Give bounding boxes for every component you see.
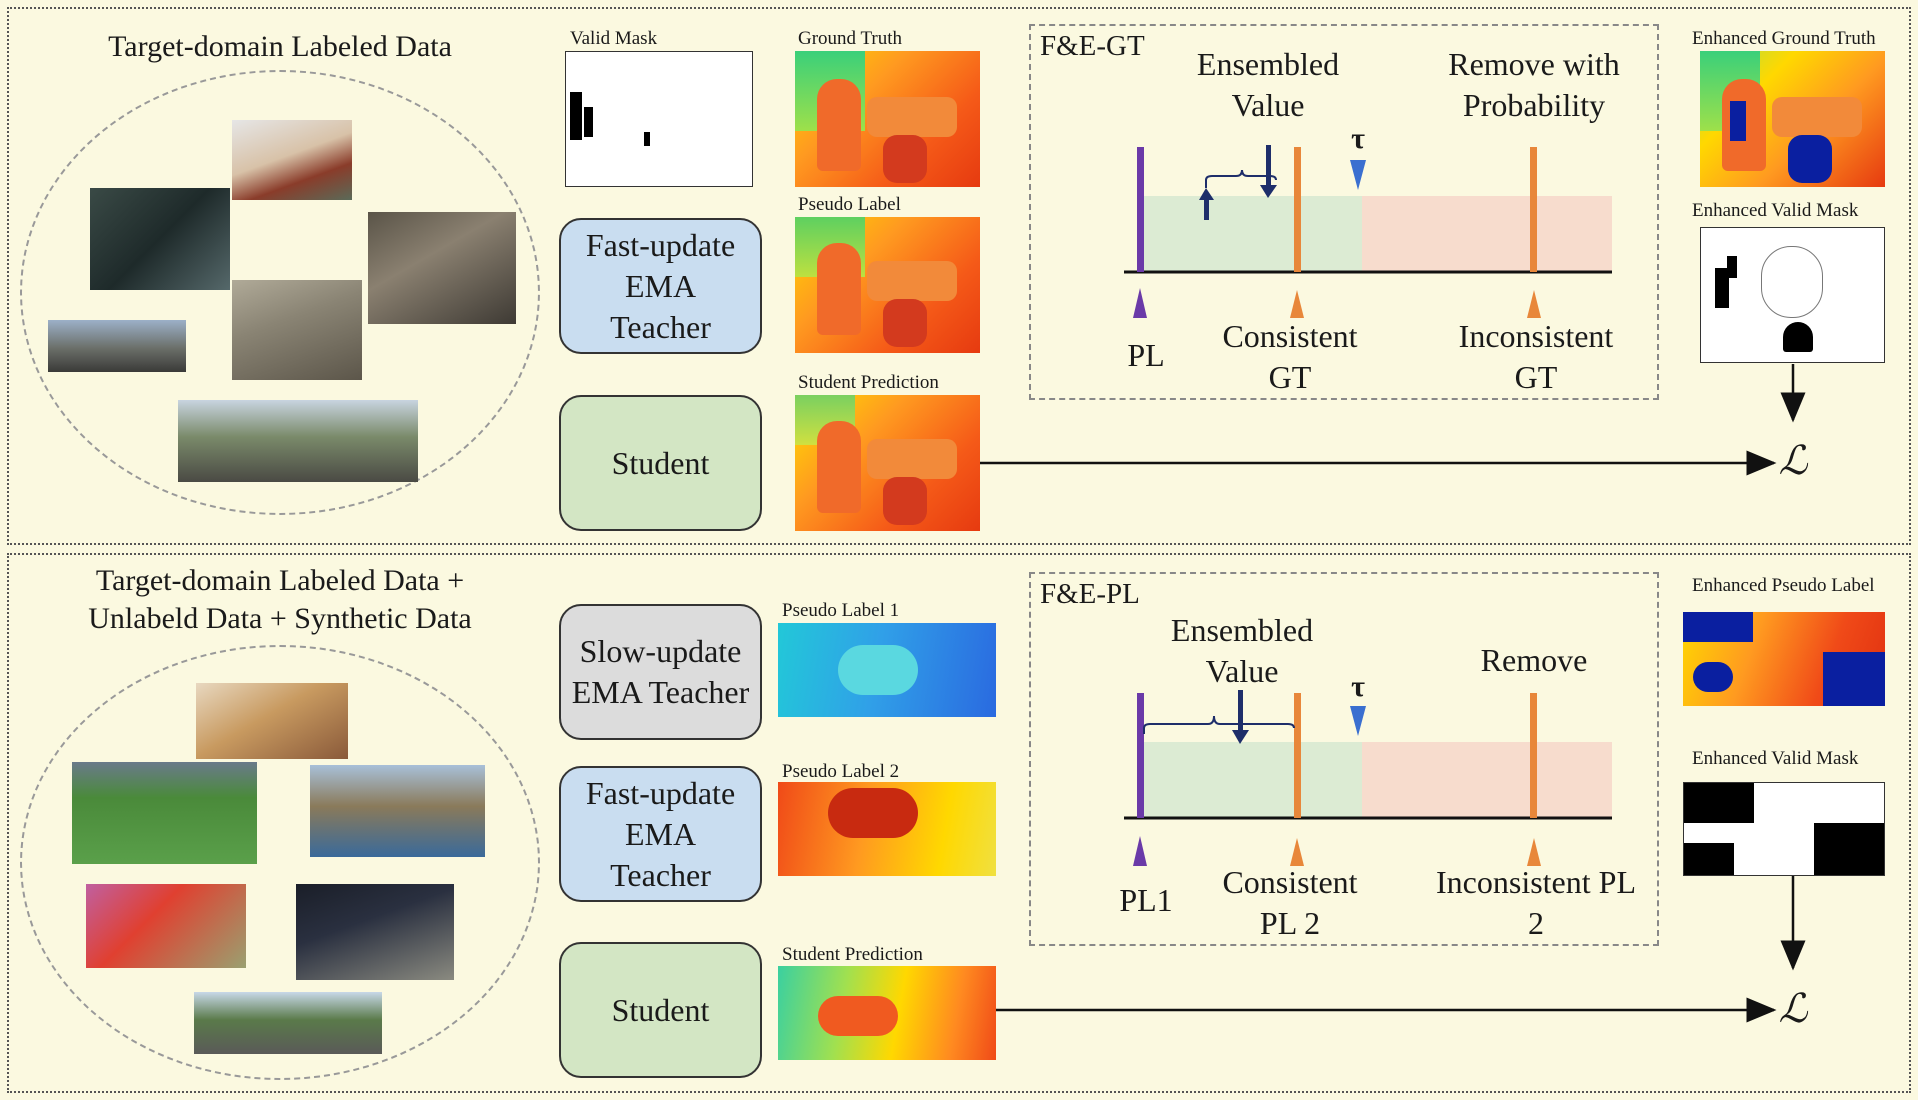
fe-pl-title: F&E-PL [1040,578,1140,610]
top-enhanced-valid-mask-label: Enhanced Valid Mask [1692,200,1859,221]
ground-truth-label: Ground Truth [798,28,902,49]
bathroom-photo [90,188,230,290]
student-box: Student [559,395,762,531]
pseudo-label-label: Pseudo Label [798,194,901,215]
fe-gt-box [1029,24,1659,400]
top-inconsistent-gt-marker [1530,147,1537,272]
boat-photo [310,765,485,857]
top-ensembled-value-label: Ensembled Value [1196,46,1340,123]
drink-photo [196,683,348,759]
bottom-ensembled-value-label: Ensembled Value [1170,612,1314,689]
bottom-inconsistent-triangle [1527,838,1541,866]
ground-truth-image [795,51,980,187]
top-pl-marker [1137,147,1144,272]
bottom-loss-symbol: ℒ [1778,986,1808,1031]
truncate-arrow-head [1199,188,1214,200]
top-consistent-region [1140,196,1362,272]
tick-consistent-pl2-label: Consistent PL 2 [1222,864,1358,941]
bottom-enhanced-valid-mask-image [1683,782,1885,876]
enhanced-ground-truth-label: Enhanced Ground Truth [1692,28,1876,49]
bottom-tau-label: τ [1351,670,1365,703]
street-photo-2 [178,400,418,482]
bottom-brace [1143,715,1295,734]
bottom-pl1-triangle [1133,836,1147,866]
top-brace [1205,169,1277,188]
tick-pl1-label: PL1 [1119,882,1173,918]
sink-photo [232,280,362,380]
bottom-consistent-pl2-marker [1294,693,1301,818]
valid-mask-label: Valid Mask [570,28,658,49]
stadium-photo [72,762,257,864]
enhanced-pseudo-label-label: Enhanced Pseudo Label [1692,575,1875,596]
bottom-inconsistent-region [1362,742,1612,818]
valid-mask-image [565,51,753,187]
bottom-remove-label: Remove [1480,642,1588,678]
synthetic-photo [86,884,246,968]
pseudo-label-image [795,217,980,353]
enhanced-ground-truth-image [1700,51,1885,187]
bottom-ensembled-arrow-head [1232,730,1249,744]
bottom-ensembled-arrow-shaft [1238,690,1243,730]
tick-inconsistent-gt-label: Inconsistent GT [1458,318,1614,395]
top-tau-label: τ [1351,122,1365,155]
top-consistent-gt-marker [1294,147,1301,272]
bottom-student-prediction-label: Student Prediction [782,944,923,965]
bottom-dataset-ellipse [20,645,540,1080]
top-pl-triangle [1133,288,1147,318]
fe-gt-title: F&E-GT [1040,30,1145,62]
bottom-tau-triangle [1350,706,1366,736]
top-inconsistent-region [1362,196,1612,272]
pseudo-label-1-image [778,623,996,717]
top-ensembled-arrow-head [1260,185,1277,198]
pseudo-label-1-label: Pseudo Label 1 [782,600,900,621]
tick-pl-label: PL [1127,337,1165,373]
slow-update-ema-teacher-box: Slow-update EMA Teacher [559,604,762,740]
bottom-student-box: Student [559,942,762,1078]
tick-consistent-gt-label: Consistent GT [1222,318,1358,395]
top-inconsistent-triangle [1527,290,1541,318]
enhanced-pseudo-label-image [1683,612,1885,706]
flask-photo [368,212,516,324]
top-enhanced-valid-mask-image [1700,227,1885,363]
top-dataset-ellipse [20,70,540,515]
top-consistent-triangle [1290,290,1304,318]
statue-photo [296,884,454,980]
kitchen-photo [232,120,352,200]
top-remove-with-probability-label: Remove with Probability [1448,46,1620,123]
bottom-consistent-region [1140,742,1362,818]
bottom-enhanced-valid-mask-label: Enhanced Valid Mask [1692,748,1859,769]
bottom-consistent-triangle [1290,838,1304,866]
street-photo-1 [48,320,186,372]
bottom-data-title: Target-domain Labeled Data + Unlabeld Da… [88,564,472,635]
top-loss-symbol: ℒ [1778,438,1808,483]
fast-update-ema-teacher-box: Fast-update EMA Teacher [559,218,762,354]
tick-inconsistent-pl2-label: Inconsistent PL 2 [1436,864,1636,941]
top-tau-triangle [1350,160,1366,190]
highway-photo [194,992,382,1054]
bottom-pl1-marker [1137,693,1144,818]
truncate-arrow-shaft [1204,198,1209,220]
student-prediction-label: Student Prediction [798,372,939,393]
pseudo-label-2-label: Pseudo Label 2 [782,761,900,782]
bottom-fast-update-ema-teacher-box: Fast-update EMA Teacher [559,766,762,902]
student-prediction-image [795,395,980,531]
fe-pl-box [1029,572,1659,946]
bottom-inconsistent-pl2-marker [1530,693,1537,818]
top-data-title: Target-domain Labeled Data [108,30,452,63]
top-ensembled-arrow-shaft [1266,145,1271,185]
pseudo-label-2-image [778,782,996,876]
bottom-student-prediction-image [778,966,996,1060]
